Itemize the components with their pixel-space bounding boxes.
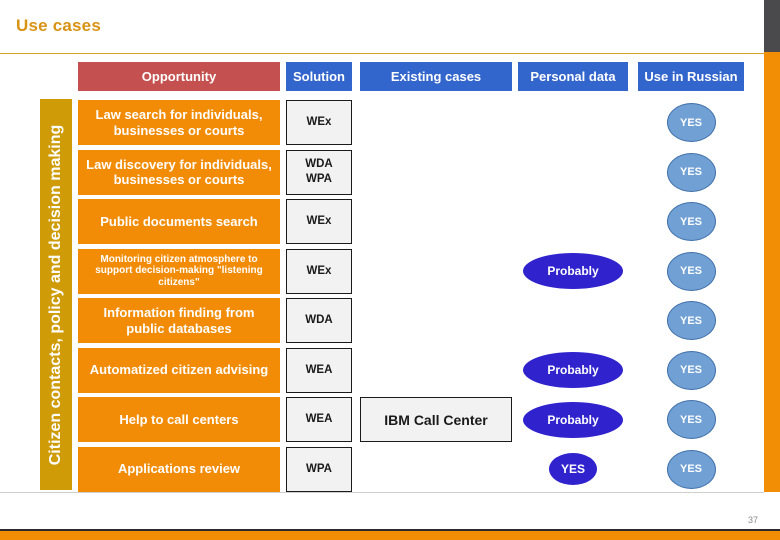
opportunity-cell: Automatized citizen advising xyxy=(78,347,280,393)
page-number: 37 xyxy=(747,515,758,525)
bottom-orange-bar xyxy=(0,531,780,540)
solution-code: WEx xyxy=(306,116,332,129)
right-orange-bar xyxy=(764,52,780,492)
page-title: Use cases xyxy=(16,16,101,35)
solution-cell: WDA WPA xyxy=(286,149,352,195)
opportunity-cell: Help to call centers xyxy=(78,397,280,442)
personal-data-cell: Probably xyxy=(518,397,628,442)
use-in-russian-badge: YES xyxy=(666,301,716,340)
column-header-use-in-russian: Use in Russian xyxy=(638,62,744,91)
column-header-personal-data: Personal data xyxy=(518,62,628,91)
personal-data-cell: YES xyxy=(518,447,628,492)
footer-divider xyxy=(0,492,764,493)
solution-code: WPA xyxy=(306,462,332,475)
personal-data-badge: Probably xyxy=(523,253,623,289)
use-in-russian-badge: YES xyxy=(666,449,716,489)
opportunity-cell: Monitoring citizen atmosphere to support… xyxy=(78,248,280,294)
top-right-dark-tab xyxy=(764,0,780,52)
use-in-russian-badge: YES xyxy=(666,400,716,439)
use-in-russian-badge: YES xyxy=(666,202,716,241)
opportunity-cell: Law search for individuals, businesses o… xyxy=(78,100,280,145)
use-in-russian-badge: YES xyxy=(666,251,716,291)
solution-code: WEA xyxy=(305,413,333,426)
solution-cell: WDA xyxy=(286,298,352,343)
opportunity-cell: Law discovery for individuals, businesse… xyxy=(78,149,280,195)
column-header-opportunity: Opportunity xyxy=(78,62,280,91)
column-header-solution: Solution xyxy=(286,62,352,91)
use-in-russian-cell: YES xyxy=(638,100,744,145)
title-divider xyxy=(0,53,764,54)
use-in-russian-badge: YES xyxy=(666,152,716,192)
personal-data-badge: Probably xyxy=(523,401,623,438)
group-band-label: Citizen contacts, policy and decision ma… xyxy=(47,124,64,465)
existing-case-cell: IBM Call Center xyxy=(360,397,512,442)
solution-cell: WEA xyxy=(286,347,352,393)
solution-cell: WPA xyxy=(286,446,352,492)
solution-code: WDA xyxy=(305,314,333,327)
opportunity-cell: Public documents search xyxy=(78,199,280,244)
solution-code: WEx xyxy=(306,215,332,228)
opportunity-cell: Information finding from public database… xyxy=(78,298,280,343)
solution-cell: WEx xyxy=(286,199,352,244)
use-in-russian-cell: YES xyxy=(638,249,744,294)
group-band: Citizen contacts, policy and decision ma… xyxy=(40,99,72,490)
personal-data-badge: YES xyxy=(549,453,597,485)
solution-code: WDA xyxy=(305,158,333,171)
personal-data-cell: Probably xyxy=(518,249,628,294)
solution-code: WPA xyxy=(306,173,332,185)
use-in-russian-cell: YES xyxy=(638,348,744,393)
personal-data-badge: Probably xyxy=(523,352,623,388)
use-in-russian-cell: YES xyxy=(638,298,744,343)
use-in-russian-cell: YES xyxy=(638,397,744,442)
bottom-dark-line xyxy=(0,529,780,531)
personal-data-cell: Probably xyxy=(518,348,628,393)
use-in-russian-cell: YES xyxy=(638,447,744,492)
solution-cell: WEA xyxy=(286,397,352,442)
opportunity-cell: Applications review xyxy=(78,446,280,492)
solution-code: WEx xyxy=(306,264,332,277)
use-in-russian-cell: YES xyxy=(638,199,744,244)
use-in-russian-badge: YES xyxy=(666,350,716,390)
column-header-existing-case: Existing cases xyxy=(360,62,512,91)
solution-cell: WEx xyxy=(286,100,352,145)
use-in-russian-badge: YES xyxy=(666,103,716,142)
solution-code: WEA xyxy=(305,363,333,376)
use-in-russian-cell: YES xyxy=(638,150,744,195)
solution-cell: WEx xyxy=(286,248,352,294)
